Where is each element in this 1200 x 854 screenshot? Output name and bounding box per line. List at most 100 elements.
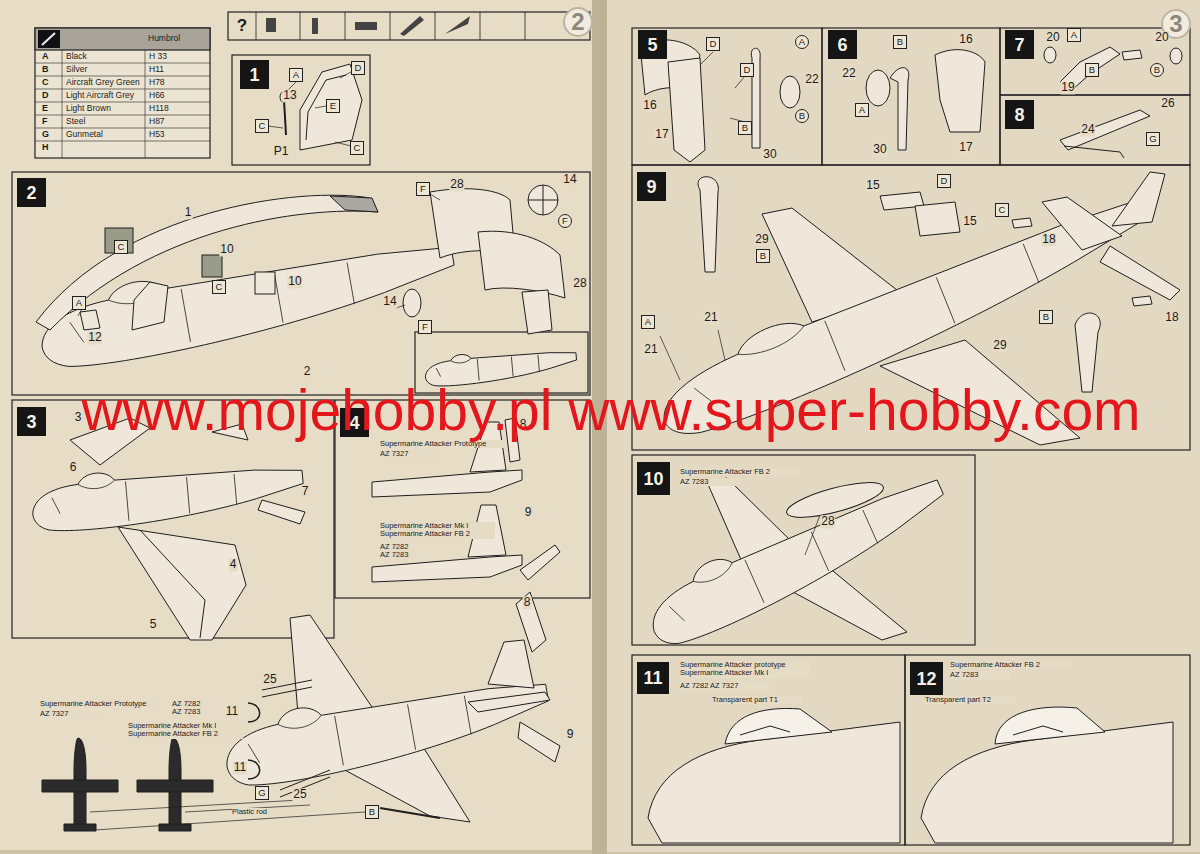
table-cell: H53 xyxy=(149,130,165,139)
color-callout: B xyxy=(1150,63,1164,77)
illustration-shape xyxy=(637,464,956,654)
color-callout: F xyxy=(416,182,430,196)
variant-note: AZ 7282 AZ 7283 xyxy=(172,700,206,717)
illustration-shape xyxy=(740,726,790,735)
callout-number: 12 xyxy=(87,331,102,344)
callout-number: 14 xyxy=(562,173,577,186)
color-callout: A xyxy=(795,35,809,49)
illustration-shape xyxy=(118,527,246,640)
callout-number: 19 xyxy=(1060,81,1075,94)
callout-number: 16 xyxy=(958,33,973,46)
step-number: 1 xyxy=(249,66,259,84)
illustration-shape xyxy=(137,780,213,792)
color-callout: B xyxy=(738,121,752,135)
callout-number: P1 xyxy=(273,145,290,158)
page-number: 3 xyxy=(1169,11,1182,37)
illustration-shape xyxy=(1042,197,1122,250)
illustration-shape xyxy=(232,55,370,165)
illustration-shape xyxy=(520,545,560,580)
step-number: 5 xyxy=(647,36,657,54)
illustration-shape xyxy=(1044,47,1056,63)
callout-number: 22 xyxy=(841,67,856,80)
color-callout: E xyxy=(326,99,340,113)
illustration-shape xyxy=(632,655,905,845)
color-callout: C xyxy=(255,119,269,133)
illustration-shape xyxy=(12,172,590,395)
callout-number: 29 xyxy=(754,233,769,246)
step-number-box: 12 xyxy=(910,662,943,695)
variant-note: Plastic rod xyxy=(232,808,292,816)
illustration-shape xyxy=(312,18,318,34)
table-cell: H87 xyxy=(149,117,165,126)
illustration-shape xyxy=(42,780,118,792)
color-callout: B xyxy=(893,35,907,49)
table-cell: E xyxy=(42,104,48,114)
color-callout: A xyxy=(289,68,303,82)
color-callout: A xyxy=(72,296,86,310)
step-number: 7 xyxy=(1014,36,1024,54)
illustration-shape xyxy=(1112,172,1165,226)
variant-note: AZ 7283 xyxy=(680,478,740,486)
table-cell: H 33 xyxy=(149,52,167,61)
step-number-box: 6 xyxy=(828,30,857,59)
step-number: 9 xyxy=(646,178,656,196)
watermark: www.mojehobby.pl www.super-hobby.com xyxy=(81,379,1140,442)
color-callout: B xyxy=(1085,63,1099,77)
callout-number: 9 xyxy=(524,506,533,519)
callout-number: 26 xyxy=(1160,97,1175,110)
callout-number: 22 xyxy=(804,73,819,86)
illustration-shape xyxy=(700,52,745,122)
callout-number: 5 xyxy=(149,618,158,631)
illustration-shape xyxy=(132,282,168,330)
illustration-shape xyxy=(935,50,985,132)
illustration-shape xyxy=(380,808,440,818)
step-number-box: 9 xyxy=(637,172,666,201)
color-callout: F xyxy=(558,214,572,228)
illustration-shape xyxy=(632,28,822,165)
illustration-shape xyxy=(921,722,1173,843)
page-number: 2 xyxy=(571,9,584,35)
illustration-shape xyxy=(284,100,286,135)
color-callout: D xyxy=(740,63,754,77)
variant-note: AZ 7283 xyxy=(950,671,1010,679)
illustration-shape xyxy=(1060,110,1150,150)
table-cell: B xyxy=(42,65,49,75)
illustration-shape xyxy=(202,255,222,277)
step-number-box: 5 xyxy=(638,30,667,59)
callout-number: 10 xyxy=(219,243,234,256)
illustration-shape xyxy=(266,18,276,32)
illustration-shape xyxy=(805,515,820,555)
step-number: 11 xyxy=(643,669,662,687)
step-number: 2 xyxy=(26,184,36,202)
callout-number: 24 xyxy=(1080,123,1095,136)
table-cell: Light Brown xyxy=(66,104,111,113)
callout-number: 16 xyxy=(642,99,657,112)
illustration-shape xyxy=(516,592,546,652)
illustration-shape xyxy=(372,470,522,497)
variant-note: AZ 7327 xyxy=(380,450,440,458)
color-callout: D xyxy=(937,174,951,188)
illustration-shape xyxy=(488,640,534,688)
illustration-shape xyxy=(866,70,890,106)
step-number-box: 8 xyxy=(1005,100,1034,129)
illustration-shape xyxy=(400,16,424,36)
color-callout: A xyxy=(1067,28,1081,42)
callout-number: 18 xyxy=(1164,311,1179,324)
illustration-shape xyxy=(12,12,1190,845)
illustration-shape xyxy=(528,185,558,215)
illustration-shape xyxy=(518,722,560,762)
color-callout: G xyxy=(255,786,269,800)
table-cell: H11 xyxy=(149,65,164,74)
illustration-shape xyxy=(258,500,305,524)
callout-number: 15 xyxy=(865,179,880,192)
callout-number: 25 xyxy=(292,788,307,801)
illustration-shape xyxy=(445,16,470,34)
illustration-shape xyxy=(159,824,191,831)
illustration-shape xyxy=(921,707,1173,843)
table-cell: D xyxy=(42,91,49,101)
illustration-shape xyxy=(725,708,832,744)
callout-number: 18 xyxy=(1041,233,1056,246)
variant-note: Transparent part T2 xyxy=(925,696,1015,704)
